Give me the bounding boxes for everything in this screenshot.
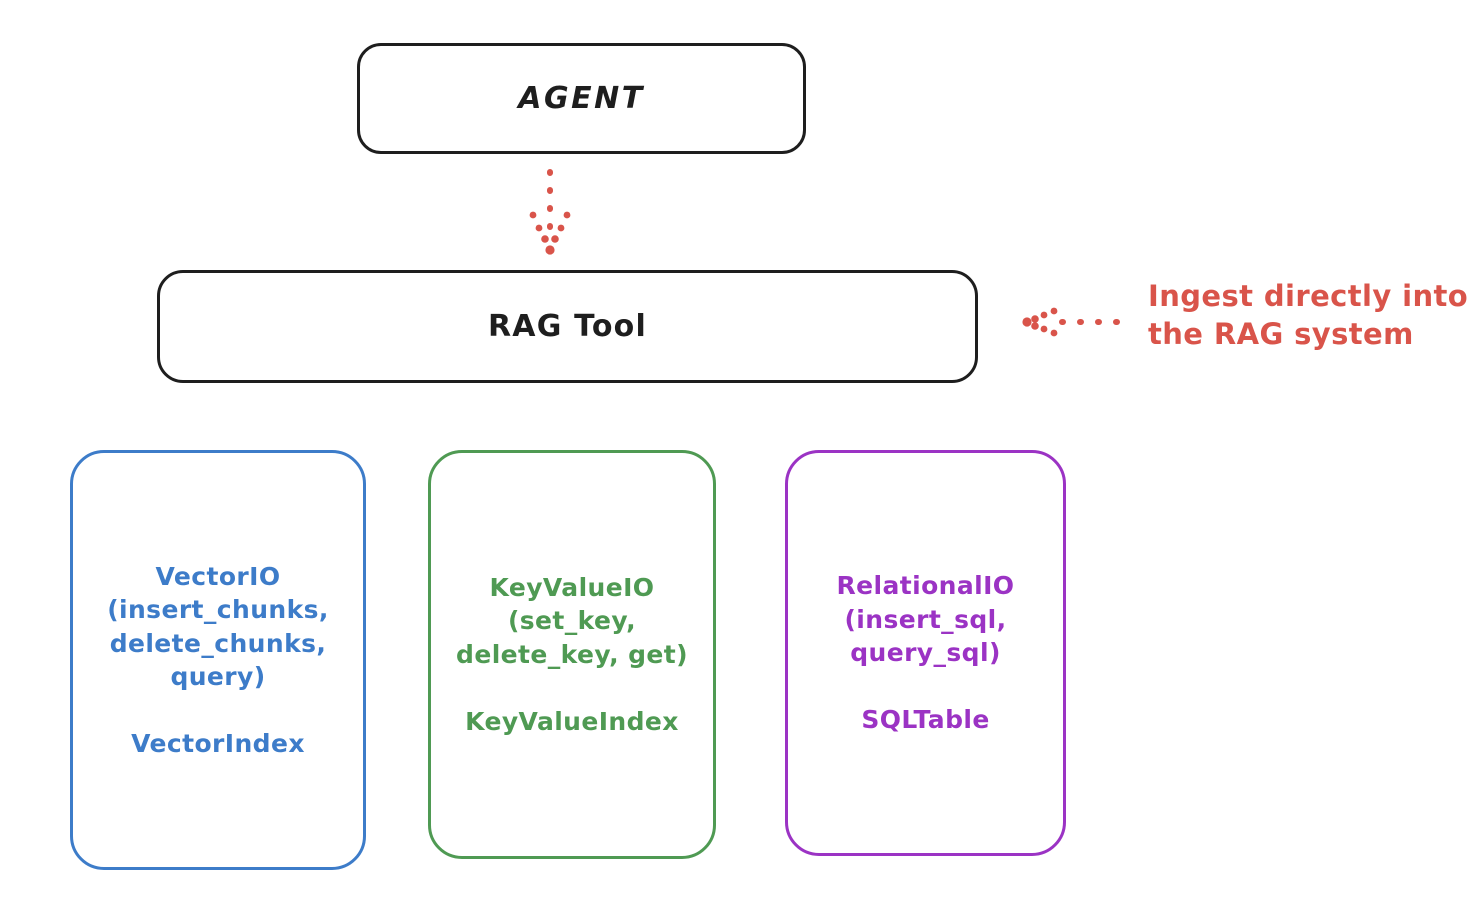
node-agent[interactable]: AGENT bbox=[357, 43, 806, 154]
node-relational-io-label: RelationalIO (insert_sql, query_sql) SQL… bbox=[836, 571, 1015, 735]
connector-agent-to-rag-tool bbox=[529, 169, 571, 255]
node-rag-tool[interactable]: RAG Tool bbox=[157, 270, 978, 383]
node-rag-tool-label: RAG Tool bbox=[488, 309, 647, 344]
arrowhead-down-icon bbox=[529, 211, 571, 255]
node-vector-io-label: VectorIO (insert_chunks, delete_chunks, … bbox=[107, 561, 329, 759]
node-vector-io[interactable]: VectorIO (insert_chunks, delete_chunks, … bbox=[70, 450, 366, 870]
node-agent-label: AGENT bbox=[518, 81, 645, 116]
arrowhead-left-icon bbox=[1022, 307, 1058, 337]
annotation-ingest-directly: Ingest directly into the RAG system bbox=[1148, 279, 1469, 351]
connector-ingest-to-rag-tool bbox=[1022, 307, 1135, 337]
node-key-value-io-label: KeyValueIO (set_key, delete_key, get) Ke… bbox=[456, 572, 688, 736]
node-key-value-io[interactable]: KeyValueIO (set_key, delete_key, get) Ke… bbox=[428, 450, 716, 859]
node-relational-io[interactable]: RelationalIO (insert_sql, query_sql) SQL… bbox=[785, 450, 1066, 856]
